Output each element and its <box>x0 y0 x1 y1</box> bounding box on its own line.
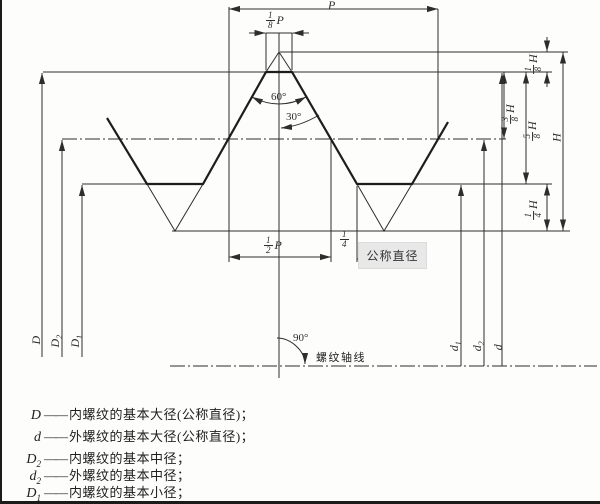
legend-item-D2: D2——内螺纹的基本中径； <box>26 451 191 469</box>
dia-label-d2: d2 <box>469 341 487 352</box>
angle-label-30: 30° <box>286 111 302 123</box>
legend-item-d: d——外螺纹的基本大径(公称直径)； <box>34 429 255 445</box>
dia-label-D1: D1 <box>67 334 85 348</box>
angle-label-90: 90° <box>293 332 309 344</box>
legend-item-D1: D1——内螺纹的基本小径； <box>26 485 191 503</box>
thread-axis-label: 螺纹轴线 <box>316 352 366 364</box>
dia-label-d1: d1 <box>446 341 464 352</box>
dim-label-P: P <box>328 0 336 12</box>
arc-90deg <box>276 337 309 365</box>
left-root-sharp-v <box>146 183 204 232</box>
dim-label-H: H <box>549 133 564 142</box>
scan-edge-bottom <box>0 501 600 504</box>
legend-item-D: D——内螺纹的基本大径(公称直径)； <box>30 407 255 423</box>
dia-label-d: d <box>490 344 505 351</box>
nominal-diameter-callout: 公称直径 <box>358 242 427 269</box>
legend-item-d2: d2——外螺纹的基本中径； <box>29 468 191 486</box>
arc-60deg <box>251 96 307 105</box>
dia-label-D2: D2 <box>47 334 65 348</box>
angle-label-60: 60° <box>271 91 287 103</box>
thread-profile-outline <box>106 70 449 186</box>
scan-edge-left <box>0 0 2 504</box>
right-root-sharp-v <box>356 183 413 232</box>
arc-30deg <box>280 114 320 130</box>
dia-label-D: D <box>28 335 43 345</box>
